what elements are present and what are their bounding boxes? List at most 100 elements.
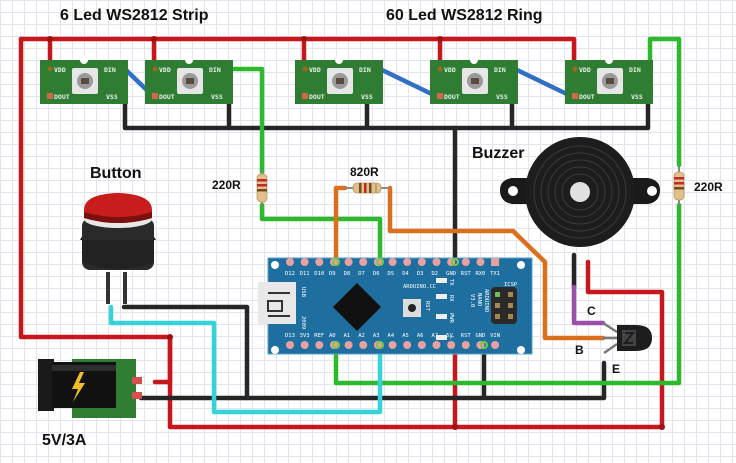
led-pin-din: DIN	[494, 66, 506, 74]
pwr-led-label: PWR	[448, 313, 454, 324]
pin-rst-bottom[interactable]	[461, 341, 470, 349]
pin-d10[interactable]	[315, 258, 324, 266]
led-pin-vdd: VDD	[54, 66, 66, 74]
pin-d11[interactable]	[300, 258, 309, 266]
pin-a7-bottom[interactable]	[432, 341, 441, 349]
led-module-ring-2[interactable]: VDD DIN DOUT VSS	[430, 56, 518, 104]
resistor-820r[interactable]	[345, 182, 389, 194]
pin-d7[interactable]	[359, 258, 368, 266]
led-pin-vss: VSS	[631, 93, 643, 101]
led-pin-dout: DOUT	[444, 93, 460, 101]
led-pin-dout: DOUT	[309, 93, 325, 101]
led-pin-vss: VSS	[496, 93, 508, 101]
usb-label: USB	[300, 287, 306, 298]
pin-a5-bottom[interactable]	[403, 341, 412, 349]
led-pin-din: DIN	[104, 66, 116, 74]
resistor-ring-label: 220R	[694, 180, 723, 194]
pin-label-d6: D6	[373, 271, 380, 277]
pin-label-d4: D4	[402, 271, 409, 277]
pin-label-d5: D5	[388, 271, 395, 277]
pin-label-d12: D12	[285, 271, 295, 277]
led-pin-vss: VSS	[106, 93, 118, 101]
ring-title: 60 Led WS2812 Ring	[386, 7, 543, 24]
npn-transistor[interactable]	[602, 321, 652, 355]
pin-label-rx0: RX0	[475, 271, 485, 277]
pin-label-gnd-bottom: GND	[475, 333, 485, 339]
pin-label-a1-bottom: A1	[344, 333, 351, 339]
rst-label: RST	[424, 301, 430, 312]
pin-a1-bottom[interactable]	[344, 341, 353, 349]
pin-label-d9: D9	[329, 271, 336, 277]
led-pin-vdd: VDD	[579, 66, 591, 74]
pin-a2-bottom[interactable]	[359, 341, 368, 349]
l-led-label: L	[448, 336, 454, 340]
buzzer[interactable]	[500, 137, 660, 247]
pin-a4-bottom[interactable]	[388, 341, 397, 349]
pin-d13-bottom[interactable]	[286, 341, 294, 349]
pin-d3[interactable]	[417, 258, 426, 266]
push-button[interactable]	[80, 193, 156, 304]
resistor-220r-ring[interactable]	[673, 167, 685, 205]
pin-d8[interactable]	[344, 258, 353, 266]
led-pin-vdd: VDD	[444, 66, 456, 74]
arduino-model: ARDUINO	[483, 289, 489, 312]
buzzer-label: Buzzer	[472, 145, 525, 162]
pin-label-a2-bottom: A2	[358, 333, 365, 339]
lightning-icon	[72, 372, 85, 402]
pin-label-tx1: TX1	[490, 271, 500, 277]
pin-d4[interactable]	[403, 258, 412, 266]
collector-label: C	[587, 304, 596, 318]
pin-5v-bottom[interactable]	[447, 341, 456, 349]
pin-label-a3-bottom: A3	[373, 333, 380, 339]
power-jack[interactable]	[38, 359, 142, 418]
icsp-label: ICSP	[504, 282, 518, 288]
wire-resistor-base	[387, 185, 606, 341]
pin-rst[interactable]	[461, 258, 470, 266]
pin-a6-bottom[interactable]	[417, 341, 426, 349]
arduino-model-2: NANO	[476, 293, 482, 306]
wire-data-strip	[231, 66, 383, 265]
pin-ref-bottom[interactable]	[315, 341, 324, 349]
pin-vin-bottom[interactable]	[491, 341, 500, 349]
rx-led-label: RX	[448, 295, 454, 302]
pin-d12[interactable]	[286, 258, 294, 266]
resistor-strip-label: 220R	[212, 178, 241, 192]
pin-label-3v3-bottom: 3V3	[300, 333, 310, 339]
wire-d9-resistor	[333, 185, 348, 265]
led-pin-dout: DOUT	[579, 93, 595, 101]
led-pin-vdd: VDD	[159, 66, 171, 74]
pin-d2[interactable]	[432, 258, 441, 266]
pin-label-a5-bottom: A5	[402, 333, 409, 339]
led-pin-vss: VSS	[211, 93, 223, 101]
pin-label-a7-bottom: A7	[432, 333, 439, 339]
pin-label-d8: D8	[344, 271, 351, 277]
pin-label-d11: D11	[300, 271, 310, 277]
year-label: 2009	[300, 316, 306, 329]
pin-rx0[interactable]	[476, 258, 485, 266]
led-module-ring-3[interactable]: VDD DIN DOUT VSS	[565, 56, 653, 104]
arduino-brand: ARDUINO.CC	[403, 284, 436, 290]
pin-label-rst: RST	[461, 271, 472, 277]
pin-label-d3: D3	[417, 271, 424, 277]
arduino-version: V3.0	[469, 294, 475, 307]
pin-label-d2: D2	[432, 271, 439, 277]
pin-label-d7: D7	[358, 271, 365, 277]
wire-vcc-bottom	[167, 259, 665, 430]
base-label: B	[575, 343, 584, 357]
led-pin-din: DIN	[209, 66, 221, 74]
pin-tx1[interactable]	[491, 258, 500, 266]
pin-3v3-bottom[interactable]	[300, 341, 309, 349]
led-pin-din: DIN	[629, 66, 641, 74]
button-label: Button	[90, 165, 142, 182]
strip-title: 6 Led WS2812 Strip	[60, 7, 209, 24]
wire-gnd-led-bus	[122, 97, 651, 131]
pin-d5[interactable]	[388, 258, 397, 266]
resistor-220r-strip[interactable]	[256, 171, 268, 205]
pin-label-gnd: GND	[446, 271, 456, 277]
